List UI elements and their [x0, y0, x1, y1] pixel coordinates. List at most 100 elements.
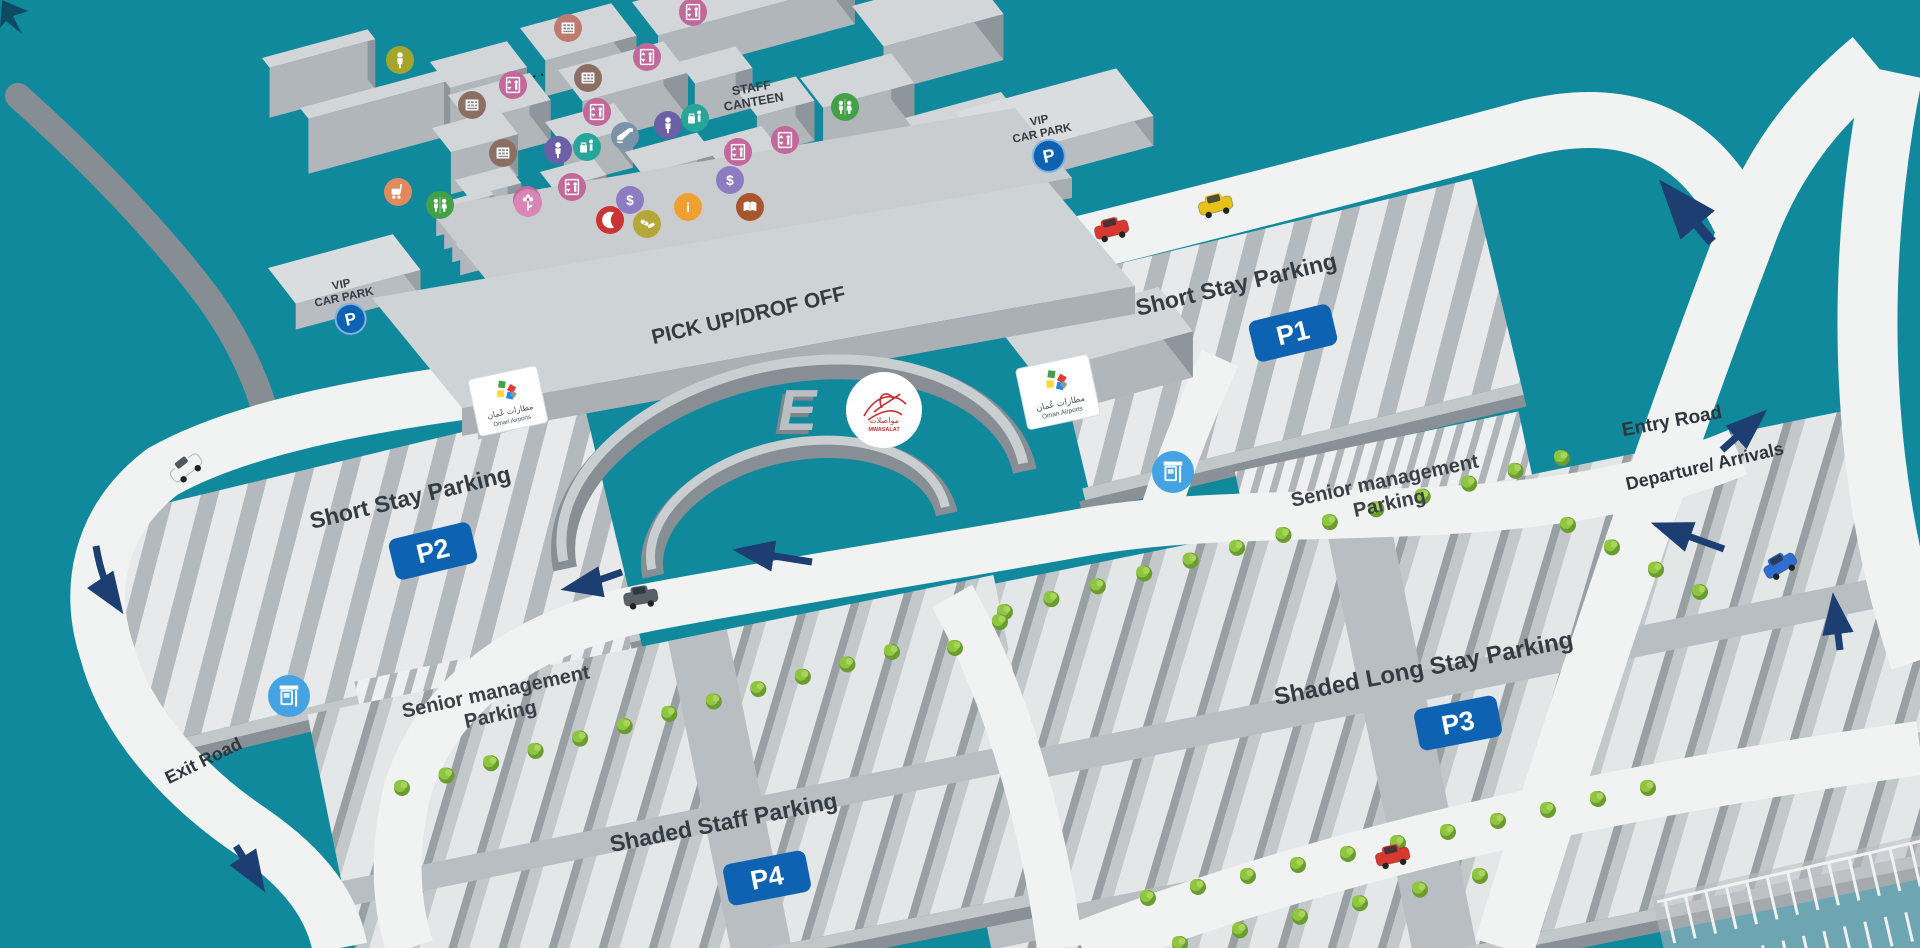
- compass-bird-icon: [0, 0, 28, 34]
- tree-icon: [1604, 539, 1620, 556]
- tree-icon: [992, 614, 1008, 630]
- tree-icon: [1540, 802, 1556, 818]
- car-red-icon: [1374, 844, 1411, 870]
- parking-badge-p1: P1: [1248, 304, 1338, 362]
- tree-icon: [1352, 895, 1368, 912]
- florist-icon: [514, 189, 542, 217]
- tree-icon: [1240, 868, 1256, 884]
- parking-bays-corner: [1651, 820, 1920, 948]
- toilets-icon: [544, 136, 572, 164]
- currency-exchange-icon: [616, 186, 644, 214]
- traffic-arrows: [87, 179, 1854, 893]
- baggage-icon: [681, 104, 709, 132]
- flight-info-icon: [489, 139, 517, 167]
- tree-icon: [661, 705, 678, 722]
- car-gray-icon: [623, 585, 659, 610]
- svg-text:P1: P1: [1273, 315, 1312, 352]
- svg-text:VIP: VIP: [331, 277, 352, 293]
- svg-text:P: P: [343, 309, 358, 330]
- pharmacy-icon: [633, 210, 661, 238]
- road: [70, 356, 534, 948]
- tree-icon: [705, 693, 722, 710]
- tree-icon: [884, 644, 900, 660]
- road: [1837, 65, 1920, 670]
- van-white-icon: [169, 453, 203, 483]
- baggage-cart-icon: [384, 178, 412, 206]
- vip-access-ramp: [5, 83, 283, 445]
- currency-exchange-icon: [716, 166, 744, 194]
- tree-icon: [1292, 908, 1308, 925]
- svg-text:P4: P4: [748, 860, 786, 896]
- shop-icon: [736, 193, 764, 221]
- direction-arrow-icon: [1719, 409, 1768, 453]
- tree-icon: [1172, 936, 1188, 948]
- tree-icon: [394, 780, 410, 796]
- tree-icon: [1229, 539, 1246, 556]
- tree-icon: [1368, 501, 1385, 518]
- oman-airports-logo-icon: [1046, 370, 1068, 391]
- parking-badge-p4: P4: [723, 850, 811, 906]
- tree-icon: [1412, 881, 1428, 898]
- svg-text:P3: P3: [1439, 705, 1477, 741]
- tree-icon: [1640, 780, 1656, 796]
- elevator-icon: [558, 173, 586, 201]
- bus-stop-icon: [268, 675, 310, 717]
- vip-car-park-right: VIP CAR PARK P: [1012, 113, 1073, 173]
- amenity-icons: [268, 0, 1194, 717]
- tree-icon: [1043, 591, 1060, 608]
- svg-text:P: P: [1041, 145, 1057, 167]
- tree-icon: [1461, 475, 1478, 492]
- oman-airports-sign: مطارات عُمان Oman Airports: [467, 365, 549, 437]
- restroom-icon: [831, 93, 859, 121]
- direction-arrow-icon: [87, 545, 124, 615]
- road: [931, 584, 1083, 948]
- direction-arrow-icon: [229, 844, 266, 893]
- svg-text:P2: P2: [413, 533, 452, 570]
- direction-arrow-icon: [1650, 522, 1726, 553]
- baggage-icon: [573, 133, 601, 161]
- direction-arrow-icon: [560, 566, 624, 598]
- tree-icon: [1182, 552, 1199, 569]
- trees: [394, 450, 1708, 948]
- prayer-room-icon: [596, 206, 624, 234]
- parking-symbol-icon: [1031, 138, 1066, 173]
- tree-icon: [1232, 922, 1248, 939]
- oman-airports-logo-icon: [497, 380, 517, 400]
- car-red-icon: [1093, 217, 1130, 243]
- tree-icon: [750, 681, 767, 698]
- parking-badge-p2: P2: [388, 522, 478, 580]
- bus-stop-icon: [1152, 451, 1194, 493]
- tree-icon: [1321, 514, 1338, 531]
- parking-bay-lines: [1651, 820, 1920, 948]
- escalator-icon: [611, 122, 639, 150]
- svg-text:STAFF: STAFF: [731, 78, 773, 99]
- vehicles: [169, 193, 1798, 870]
- elevator-icon: [724, 138, 752, 166]
- elevator-icon: [583, 98, 611, 126]
- car-blue-icon: [1763, 552, 1798, 580]
- tree-icon: [1507, 462, 1524, 479]
- information-icon: [674, 193, 702, 221]
- tree-icon: [1340, 846, 1356, 862]
- direction-arrow-icon: [1822, 592, 1854, 651]
- elevator-icon: [771, 126, 799, 154]
- elevator-icon: [499, 71, 527, 99]
- tree-icon: [1472, 868, 1488, 884]
- tree-icon: [1648, 561, 1664, 578]
- tree-icon: [1560, 517, 1576, 533]
- svg-text:VIP: VIP: [1029, 113, 1050, 129]
- tree-icon: [794, 668, 811, 685]
- car-yellow-icon: [1197, 193, 1234, 219]
- road: [1072, 721, 1920, 948]
- tree-icon: [1190, 879, 1206, 895]
- tree-icon: [1290, 857, 1306, 873]
- tree-icon: [1554, 450, 1570, 466]
- tree-icon: [1692, 584, 1708, 600]
- oman-airports-sign: مطارات عُمان Oman Airports: [1015, 354, 1101, 430]
- tree-icon: [947, 640, 963, 656]
- gate-icon: [554, 14, 582, 42]
- elevator-icon: [679, 0, 707, 26]
- tree-icon: [483, 755, 500, 772]
